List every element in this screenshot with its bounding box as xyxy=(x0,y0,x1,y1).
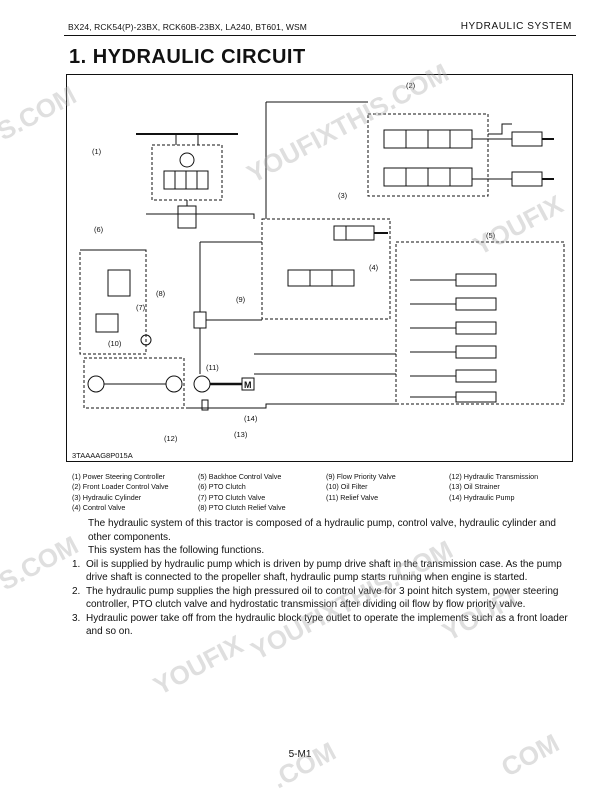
figure-code: 3TAAAAG8P015A xyxy=(72,451,133,460)
list-text: Hydraulic power take off from the hydrau… xyxy=(86,612,568,638)
legend-col-4: (12) Hydraulic Transmission (13) Oil Str… xyxy=(449,472,538,503)
callout-4: (4) xyxy=(369,263,379,272)
legend-item: (11) Relief Valve xyxy=(326,492,379,502)
list-number: 3. xyxy=(72,612,81,624)
legend-item: (5) Backhoe Control Valve xyxy=(198,472,282,481)
motor-label: M xyxy=(244,380,252,390)
list-text: The hydraulic pump supplies the high pre… xyxy=(86,585,559,611)
watermark: .COM xyxy=(266,735,341,795)
callout-11: (11) xyxy=(206,363,219,372)
legend-col-1: (1) Power Steering Controller (2) Front … xyxy=(72,472,169,514)
hydraulic-pump xyxy=(193,375,255,411)
list-number: 2. xyxy=(72,585,81,597)
intro-paragraph-2: This system has the following functions. xyxy=(88,545,265,556)
page-number: 5-M1 xyxy=(288,749,312,760)
power-steering-controller xyxy=(136,133,238,229)
hydraulic-lines xyxy=(80,101,396,409)
list-text: Oil is supplied by hydraulic pump which … xyxy=(86,558,562,584)
legend-item: (3) Hydraulic Cylinder xyxy=(72,492,142,502)
front-loader-control-valve xyxy=(367,113,554,197)
list-item: 3. Hydraulic power take off from the hydr… xyxy=(72,612,577,639)
legend-item: (4) Control Valve xyxy=(72,503,126,513)
callout-8: (8) xyxy=(156,289,166,298)
legend-item: (1) Power Steering Controller xyxy=(72,472,166,481)
callout-14: (14) xyxy=(244,414,258,423)
callout-7: (7) xyxy=(136,303,146,312)
callout-9: (9) xyxy=(236,295,246,304)
watermark: YOUFIX xyxy=(148,629,248,702)
legend-item: (2) Front Loader Control Valve xyxy=(72,482,169,492)
callout-1: (1) xyxy=(92,147,102,156)
legend-item: (14) Hydraulic Pump xyxy=(449,492,515,502)
legend-item: (9) Flow Priority Valve xyxy=(326,472,396,481)
watermark: S.COM xyxy=(0,529,84,597)
hydraulic-circuit-diagram: (2) (1) (3) (6) (5) (4) (8) (9) (7) (10)… xyxy=(79,81,565,443)
callout-3: (3) xyxy=(338,191,348,200)
backhoe-control-valve xyxy=(395,241,565,405)
function-list: 1. Oil is supplied by hydraulic pump whic… xyxy=(72,558,577,639)
figure-frame xyxy=(66,74,573,462)
list-item: 2. The hydraulic pump supplies the high p… xyxy=(72,585,577,612)
hydraulic-cylinder xyxy=(333,225,388,241)
page-title: 1. HYDRAULIC CIRCUIT xyxy=(69,46,306,68)
legend-item: (6) PTO Clutch xyxy=(198,482,246,492)
legend-item: (7) PTO Clutch Valve xyxy=(198,492,266,502)
callout-10: (10) xyxy=(108,339,122,348)
callout-6: (6) xyxy=(94,225,104,234)
legend-col-2: (5) Backhoe Control Valve (6) PTO Clutch… xyxy=(198,472,286,514)
legend-item: (12) Hydraulic Transmission xyxy=(449,472,539,481)
callout-5: (5) xyxy=(486,231,496,240)
hydraulic-transmission xyxy=(83,357,185,409)
legend-item: (10) Oil Filter xyxy=(326,482,368,492)
list-item: 1. Oil is supplied by hydraulic pump whic… xyxy=(72,558,577,585)
callout-12: (12) xyxy=(164,434,178,443)
header-rule xyxy=(64,35,576,36)
legend-col-3: (9) Flow Priority Valve (10) Oil Filter … xyxy=(326,472,396,503)
callout-2: (2) xyxy=(406,81,416,90)
header-section: HYDRAULIC SYSTEM xyxy=(460,21,572,32)
header-models: BX24, RCK54(P)-23BX, RCK60B-23BX, LA240,… xyxy=(68,22,307,32)
legend-item: (13) Oil Strainer xyxy=(449,482,500,492)
flow-priority-valve xyxy=(193,241,262,374)
control-valve xyxy=(261,218,391,320)
list-number: 1. xyxy=(72,558,81,570)
legend-item: (8) PTO Clutch Relief Valve xyxy=(198,503,286,513)
callout-13: (13) xyxy=(234,430,248,439)
intro-paragraph: The hydraulic system of this tractor is … xyxy=(88,518,556,543)
body-text: The hydraulic system of this tractor is … xyxy=(72,517,577,639)
